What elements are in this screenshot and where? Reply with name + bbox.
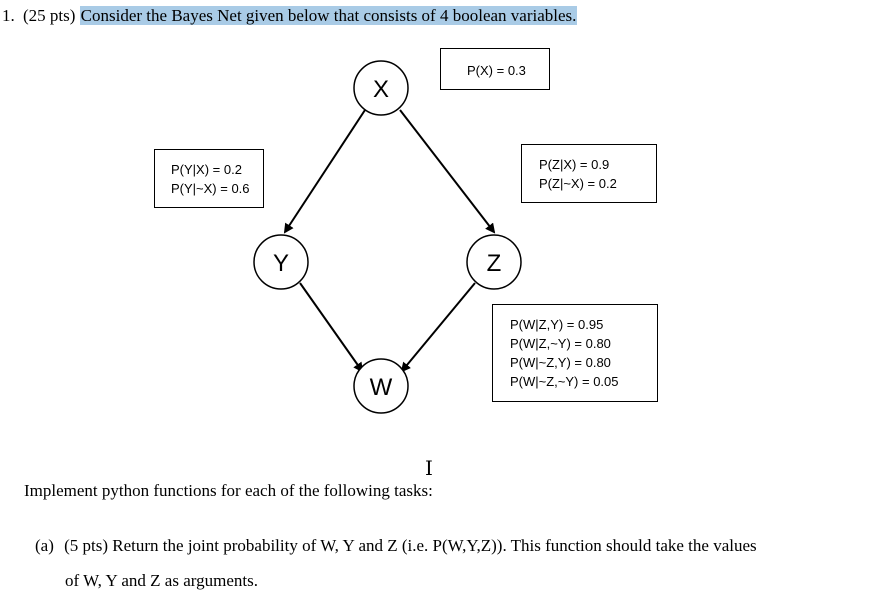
cpt-y-line: P(Y|X) = 0.2 [171, 162, 242, 177]
task-a-line2: of W, Y and Z as arguments. [65, 571, 258, 590]
tasks-intro: Implement python functions for each of t… [24, 481, 433, 500]
cpt-z: P(Z|X) = 0.9 P(Z|~X) = 0.2 [521, 144, 657, 203]
node-y-label: Y [273, 250, 289, 277]
question-number: 1. [2, 6, 15, 25]
cpt-w-line: P(W|Z,Y) = 0.95 [510, 317, 604, 332]
node-w-label: W [370, 374, 393, 401]
node-y: Y [253, 234, 309, 290]
cpt-y: P(Y|X) = 0.2 P(Y|~X) = 0.6 [154, 149, 264, 208]
node-z-label: Z [487, 250, 502, 277]
cpt-z-line: P(Z|X) = 0.9 [539, 157, 610, 172]
cpt-w-line: P(W|~Z,Y) = 0.80 [510, 355, 611, 370]
bayes-net-diagram: X Y Z W [253, 60, 522, 414]
edge-z-w [400, 282, 476, 373]
cpt-z-line: P(Z|~X) = 0.2 [539, 176, 617, 191]
cpt-w: P(W|Z,Y) = 0.95 P(W|Z,~Y) = 0.80 P(W|~Z,… [492, 304, 658, 402]
task-a-label: (a) [35, 536, 54, 555]
cpt-y-line: P(Y|~X) = 0.6 [171, 181, 250, 196]
edge-x-y [283, 109, 366, 234]
node-x: X [353, 60, 409, 116]
question-heading: 1. (25 pts) Consider the Bayes Net given… [2, 5, 578, 27]
cpt-x-line: P(X) = 0.3 [467, 63, 526, 78]
node-z: Z [466, 234, 522, 290]
cpt-w-line: P(W|~Z,~Y) = 0.05 [510, 374, 619, 389]
question-points: (25 pts) [23, 6, 76, 25]
cpt-w-line: P(W|Z,~Y) = 0.80 [510, 336, 611, 351]
task-a-line1: (5 pts) Return the joint probability of … [64, 536, 757, 555]
edge-x-z [399, 109, 496, 234]
node-x-label: X [373, 76, 389, 103]
task-a: (a) (5 pts) Return the joint probability… [35, 528, 855, 598]
question-text[interactable]: Consider the Bayes Net given below that … [79, 6, 578, 25]
edge-y-w [299, 282, 364, 373]
cpt-x: P(X) = 0.3 [440, 48, 550, 90]
text-cursor-icon: I [425, 456, 433, 480]
node-w: W [353, 358, 409, 414]
